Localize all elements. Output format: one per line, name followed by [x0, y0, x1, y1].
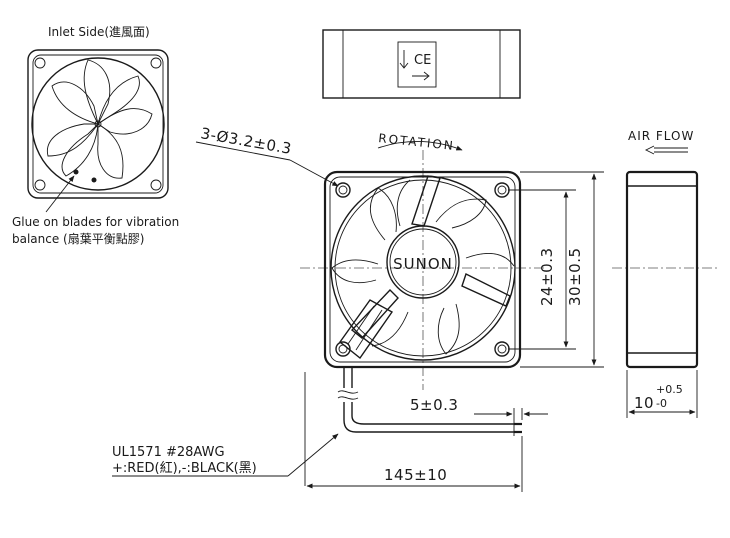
dim-lead-label: 145±10	[384, 466, 447, 484]
ce-mark: CE	[414, 53, 431, 68]
inlet-side-view: Inlet Side(進風面) Glue on blades for vibra…	[12, 25, 179, 246]
cert-box	[397, 41, 437, 88]
glue-note-line1: Glue on blades for vibration	[12, 215, 179, 229]
dim-frame: 30±0.5	[520, 171, 604, 368]
inlet-side-title: Inlet Side(進風面)	[48, 25, 150, 39]
label-plate-view: CE	[322, 29, 521, 99]
glue-dot-1	[73, 169, 79, 175]
inlet-blades	[46, 59, 153, 179]
dim-strip: 5±0.3	[410, 396, 548, 420]
rotation-label: ROTATION	[378, 131, 456, 153]
dim-hole-pitch: 24±0.3	[508, 189, 576, 350]
dim-lead: 145±10	[306, 436, 523, 492]
front-frame-outer	[323, 170, 522, 369]
inlet-opening	[31, 57, 165, 191]
glue-leader	[45, 175, 75, 213]
wire-channel	[339, 299, 394, 360]
label-plate	[322, 29, 521, 99]
side-body	[625, 170, 699, 369]
brand-label: SUNON	[393, 255, 453, 273]
wire-red	[343, 402, 514, 433]
rotation-arc	[377, 141, 463, 151]
wire-spec-line2: +:RED(紅),-:BLACK(黑)	[112, 461, 257, 476]
front-hub	[386, 225, 460, 299]
hole-spec-callout: 3-Ø3.2±0.3	[195, 124, 339, 187]
front-blades	[331, 179, 515, 355]
dim-strip-label: 5±0.3	[410, 396, 458, 414]
inlet-hole-tr	[150, 57, 162, 69]
inlet-hub-center	[94, 120, 102, 128]
inlet-hole-br	[150, 179, 162, 191]
thickness-base-label: 10	[634, 394, 654, 412]
front-venturi	[330, 175, 516, 361]
cert-down-arrow-icon	[399, 50, 409, 69]
airflow-label: AIR FLOW	[628, 129, 694, 143]
dim-frame-label: 30±0.5	[566, 247, 584, 306]
dim-hole-pitch-label: 24±0.3	[538, 247, 556, 306]
inlet-hole-bl	[34, 179, 46, 191]
glue-note-line2: balance (扇葉平衡點膠)	[12, 231, 144, 246]
rotation-indicator: ROTATION	[377, 131, 463, 153]
lead-wires	[304, 366, 522, 486]
thickness-plus-label: +0.5	[656, 383, 683, 396]
hole-spec-label: 3-Ø3.2±0.3	[199, 124, 293, 158]
side-view: AIR FLOW 10 +0.5 -0	[612, 129, 718, 418]
wire-spec-line1: UL1571 #28AWG	[112, 445, 225, 460]
airflow-arrow-icon	[644, 145, 688, 155]
wire-spec-callout: UL1571 #28AWG +:RED(紅),-:BLACK(黑)	[112, 433, 339, 477]
front-spokes	[350, 175, 511, 339]
wire-black	[351, 402, 514, 425]
cert-right-arrow-icon	[412, 71, 430, 81]
inlet-frame	[27, 49, 169, 199]
thickness-minus-label: -0	[656, 397, 667, 410]
inlet-hole-tl	[34, 57, 46, 69]
glue-dot-2	[91, 177, 97, 183]
front-view: SUNON	[300, 150, 545, 390]
